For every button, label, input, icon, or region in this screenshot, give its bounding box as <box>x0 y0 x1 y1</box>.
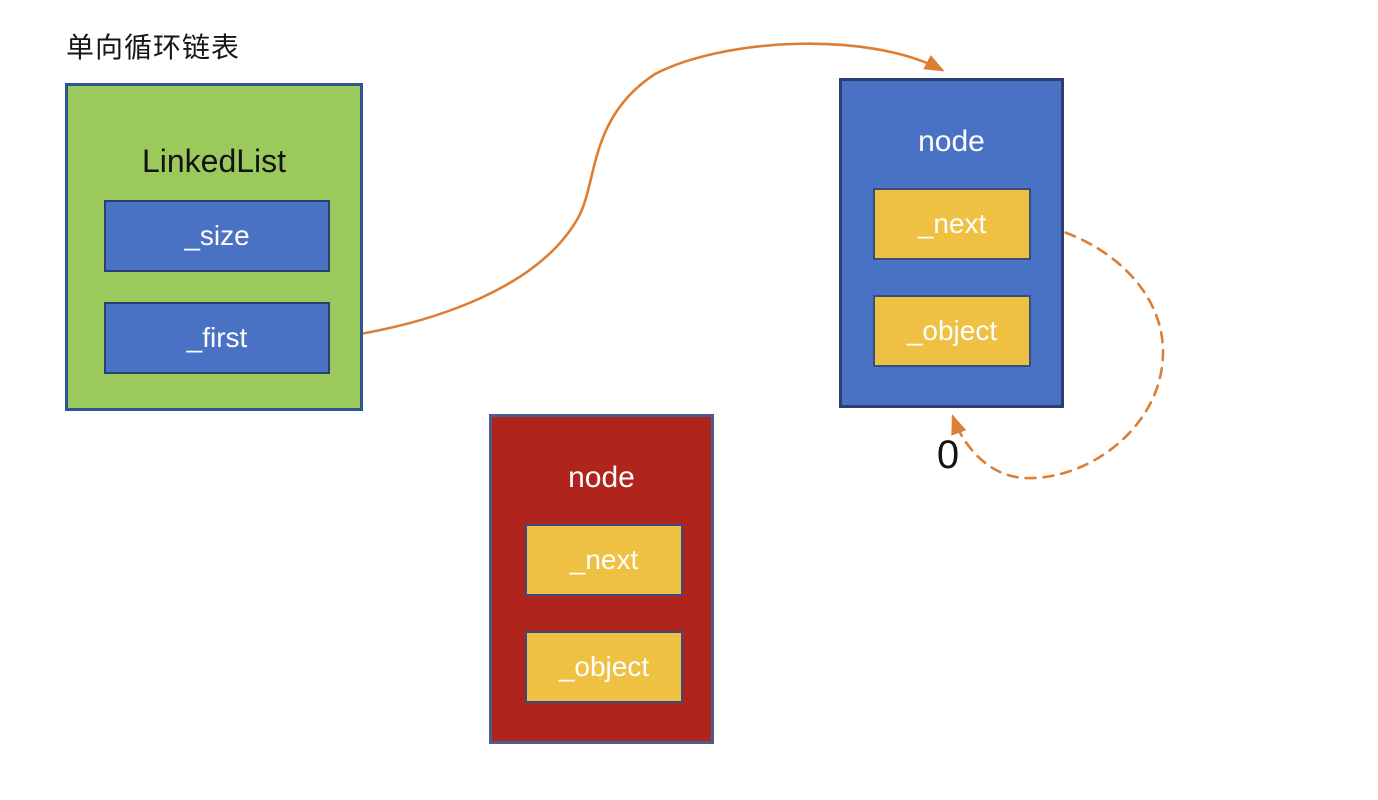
object-field-label: _object <box>558 651 650 682</box>
node-top-object-field: _object <box>873 295 1031 367</box>
linkedlist-label: LinkedList <box>141 143 287 179</box>
next-field-label: _next <box>569 544 639 575</box>
node-bottom-object-field: _object <box>525 631 683 703</box>
next-field-label: _next <box>917 208 987 239</box>
diagram-title: 单向循环链表 <box>66 32 241 63</box>
linkedlist-first-field: _first <box>104 302 330 374</box>
node-top-next-field: _next <box>873 188 1031 260</box>
object-field-label: _object <box>906 315 998 346</box>
node-bottom-label: node <box>568 461 635 494</box>
linkedlist-box: LinkedList _size _first <box>65 83 363 411</box>
size-field-label: _size <box>184 220 250 251</box>
linkedlist-size-field: _size <box>104 200 330 272</box>
first-field-label: _first <box>186 322 248 353</box>
node-bottom-next-field: _next <box>525 524 683 596</box>
zero-annotation: 0 <box>936 433 960 477</box>
node-top-label: node <box>918 125 985 158</box>
node-top-box: node _next _object <box>839 78 1064 408</box>
node-bottom-box: node _next _object <box>489 414 714 744</box>
